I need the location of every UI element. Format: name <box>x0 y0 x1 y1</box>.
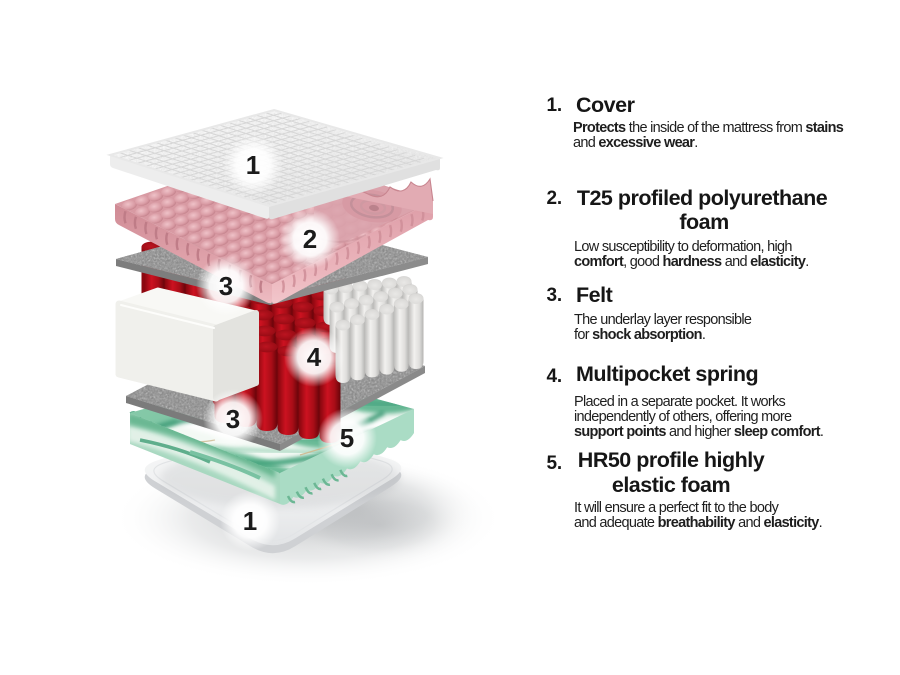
svg-text:5: 5 <box>340 423 354 453</box>
svg-text:1: 1 <box>246 150 260 180</box>
svg-text:4: 4 <box>307 342 322 372</box>
svg-text:3: 3 <box>219 271 233 301</box>
svg-text:3: 3 <box>226 404 240 434</box>
svg-text:2: 2 <box>303 224 317 254</box>
svg-text:1: 1 <box>243 506 257 536</box>
